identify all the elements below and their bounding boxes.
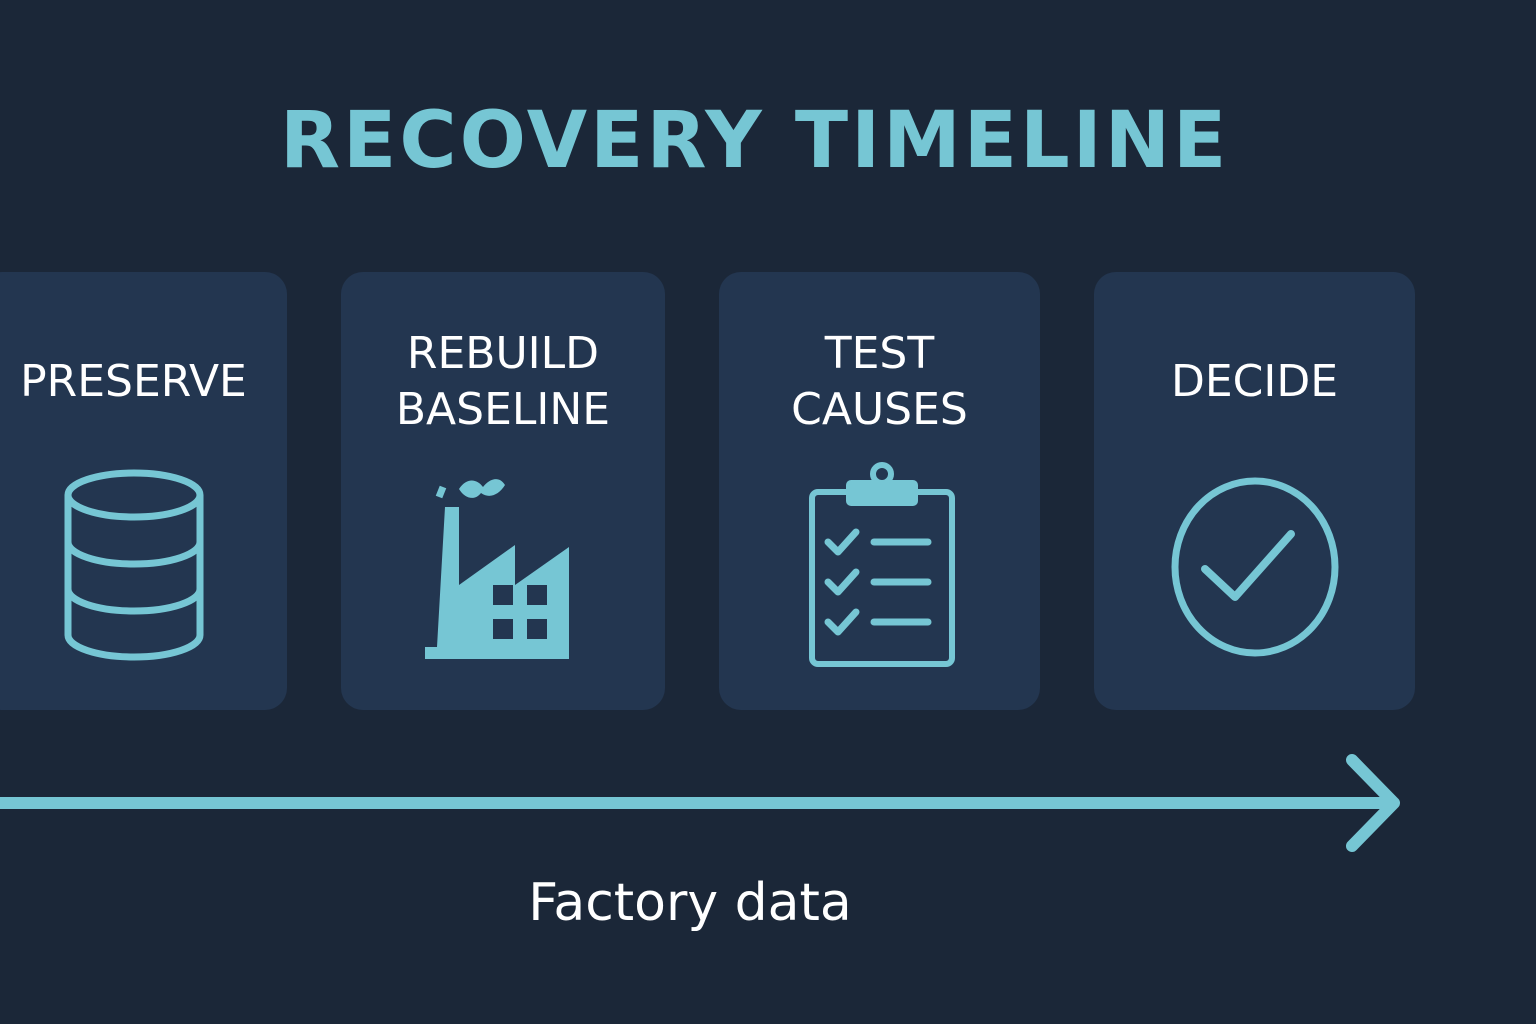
check-circle-icon	[1171, 477, 1338, 657]
step-card-test-causes: TEST CAUSES	[719, 272, 1040, 710]
step-label-rebuild-baseline: REBUILD BASELINE	[395, 328, 611, 435]
timeline-arrow	[0, 754, 1400, 852]
step-card-decide: DECIDE	[1094, 272, 1415, 710]
factory-icon	[425, 479, 569, 659]
step-label-decide: DECIDE	[1170, 356, 1339, 407]
step-label-preserve: PRESERVE	[20, 356, 247, 407]
clipboard-checklist-icon	[808, 462, 955, 667]
diagram-title: RECOVERY TIMELINE	[280, 96, 1230, 186]
timeline-axis-label: Factory data	[528, 873, 852, 933]
database-icon	[64, 469, 203, 661]
step-card-rebuild-baseline: REBUILD BASELINE	[341, 272, 665, 710]
step-card-preserve: PRESERVE	[0, 272, 287, 710]
step-label-test-causes: TEST CAUSES	[791, 328, 968, 435]
